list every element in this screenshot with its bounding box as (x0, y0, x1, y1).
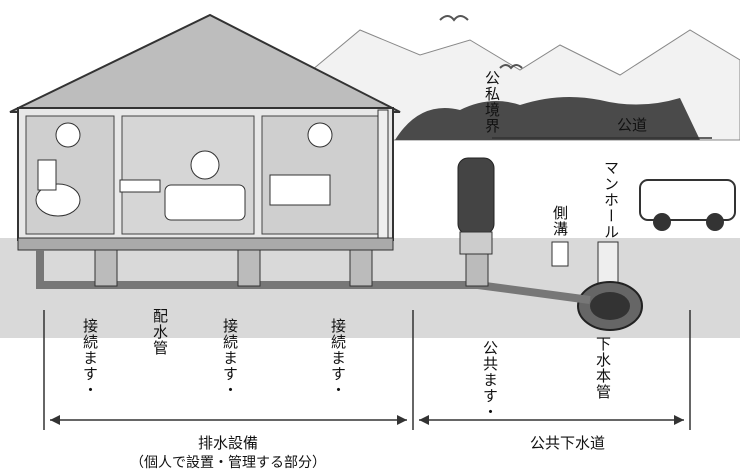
label-connection-basin-1: 接続ます・ (81, 318, 99, 398)
public-basin-top (459, 231, 493, 255)
label-public-basin: 公共ます・ (481, 340, 499, 420)
bathtub (164, 184, 246, 221)
drain-pipe-main (36, 250, 380, 289)
tree-line (395, 96, 700, 140)
arrowhead (50, 415, 60, 425)
downspout (377, 109, 389, 251)
label-drainage-facility: 排水設備 (198, 434, 259, 452)
connection-basin-2 (237, 249, 261, 287)
label-public-road: 公道 (617, 116, 648, 134)
toilet-tank (37, 159, 57, 191)
public-basin-underground (465, 253, 489, 287)
arrowhead (419, 415, 429, 425)
kitchen-sink (269, 174, 331, 206)
bird-2 (499, 64, 523, 70)
label-drain-pipe: 配水管 (151, 308, 169, 356)
label-connection-basin-3: 接続ます・ (329, 318, 347, 398)
child-in-bath (190, 150, 220, 180)
label-sewer-main: 下水本管 (594, 336, 612, 400)
arrowhead (397, 415, 407, 425)
label-connection-basin-2: 接続ます・ (221, 318, 239, 398)
side-ditch (551, 241, 569, 267)
label-boundary: 公私境界 (483, 70, 501, 134)
arrowhead (674, 415, 684, 425)
car (639, 179, 736, 221)
person-kitchen (307, 122, 333, 148)
car-wheel-rear (706, 213, 724, 231)
foundation (17, 237, 394, 251)
sink (119, 179, 161, 193)
toilet (35, 183, 81, 217)
bird-1 (439, 15, 469, 22)
label-manhole: マンホール (602, 160, 620, 240)
label-drainage-note: （個人で設置・管理する部分） (130, 455, 326, 471)
person-toilet (55, 122, 81, 148)
label-side-ditch: 側溝 (551, 205, 569, 237)
label-public-sewer: 公共下水道 (530, 434, 606, 452)
connection-basin-3 (349, 249, 373, 287)
sewer-main-inner (590, 292, 630, 320)
connection-basin-1 (94, 249, 118, 287)
car-wheel-front (653, 213, 671, 231)
public-basin-structure (457, 157, 495, 235)
